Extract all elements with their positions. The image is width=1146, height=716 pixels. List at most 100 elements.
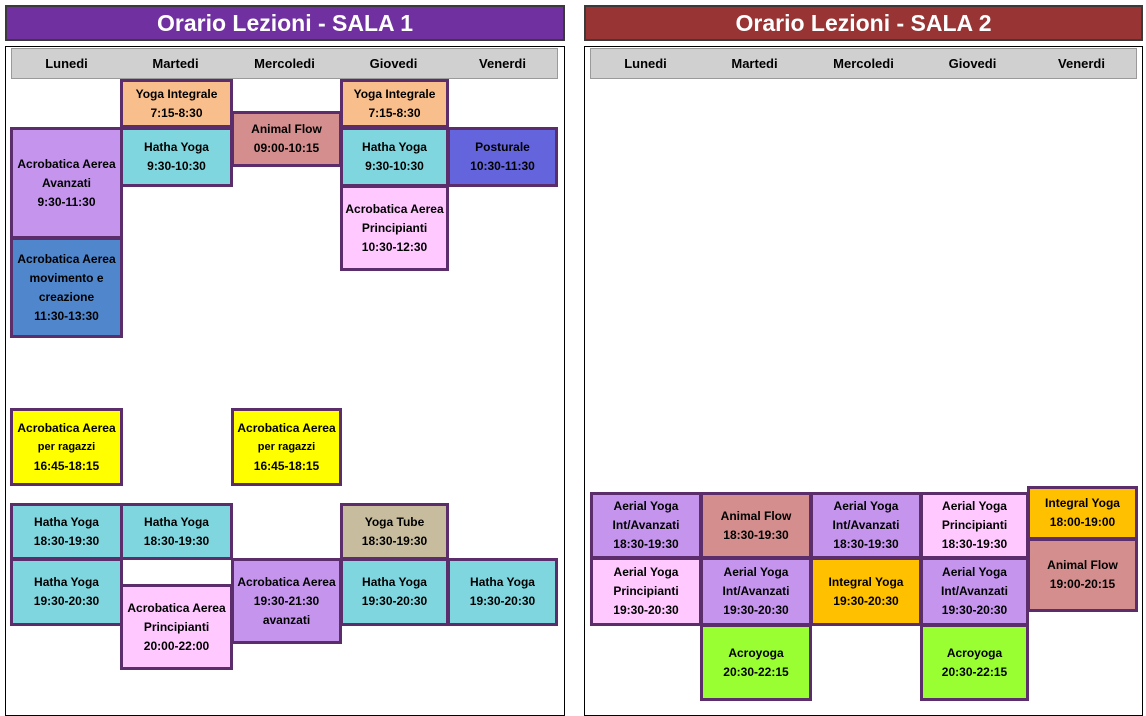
class-name: Animal Flow bbox=[720, 508, 792, 523]
class-name: Hatha Yoga bbox=[362, 575, 427, 589]
class-time: 20:30-22:15 bbox=[941, 664, 1008, 679]
class-name: Acroyoga bbox=[728, 645, 784, 660]
class-time: 19:30-20:30 bbox=[33, 594, 100, 608]
sala1-day-giovedi: Giovedi bbox=[369, 56, 418, 71]
class-time: 19:00-20:15 bbox=[1049, 577, 1116, 591]
class-name: Animal Flow bbox=[1047, 558, 1118, 572]
sala2-day-giovedi: Giovedi bbox=[948, 56, 997, 71]
class-cell: Aerial Yoga Int/Avanzati 18:30-19:30 bbox=[810, 492, 922, 559]
class-cell: Yoga Tube 18:30-19:30 bbox=[340, 503, 449, 560]
class-time: 18:30-19:30 bbox=[833, 537, 899, 551]
class-level: Principianti bbox=[941, 518, 1008, 532]
class-name: Hatha Yoga bbox=[144, 514, 209, 529]
sala2-day-header: Lunedi Martedi Mercoledi Giovedi Venerdi bbox=[590, 48, 1137, 79]
sala2-title-banner: Orario Lezioni - SALA 2 bbox=[584, 5, 1143, 41]
class-name: Animal Flow bbox=[251, 122, 322, 136]
class-name: Posturale bbox=[475, 140, 530, 154]
class-level: movimento e bbox=[29, 270, 104, 285]
sala2-day-mercoledi: Mercoledi bbox=[833, 56, 894, 71]
sala1-day-header: Lunedi Martedi Mercoledi Giovedi Venerdi bbox=[11, 48, 558, 79]
class-name: Acrobatica Aerea bbox=[237, 420, 336, 435]
class-cell: Acroyoga 20:30-22:15 bbox=[920, 624, 1029, 701]
sala2-day-lunedi: Lunedi bbox=[624, 56, 667, 71]
class-time: 09:00-10:15 bbox=[253, 141, 320, 155]
sala1-day-martedi: Martedi bbox=[152, 56, 199, 71]
class-cell: Animal Flow 19:00-20:15 bbox=[1027, 538, 1138, 612]
class-time: 19:30-20:30 bbox=[941, 603, 1008, 617]
sala1-day-lunedi: Lunedi bbox=[45, 56, 88, 71]
class-name: Acrobatica Aerea bbox=[237, 574, 336, 589]
class-time: 16:45-18:15 bbox=[253, 458, 320, 473]
class-cell: Animal Flow 18:30-19:30 bbox=[700, 492, 812, 559]
class-name: Integral Yoga bbox=[1045, 496, 1120, 510]
class-name: Yoga Tube bbox=[364, 514, 425, 529]
class-cell: Aerial Yoga Int/Avanzati 19:30-20:30 bbox=[920, 557, 1029, 626]
class-time: 19:30-20:30 bbox=[469, 594, 536, 608]
class-time: 11:30-13:30 bbox=[34, 308, 99, 323]
class-level: per ragazzi bbox=[257, 440, 316, 453]
class-cell: Aerial Yoga Int/Avanzati 18:30-19:30 bbox=[590, 492, 702, 559]
class-cell: Aerial Yoga Int/Avanzati 19:30-20:30 bbox=[700, 557, 812, 626]
class-name: Aerial Yoga bbox=[833, 499, 899, 513]
class-cell: Acrobatica Aerea movimento e creazione 1… bbox=[10, 237, 123, 338]
class-time: 7:15-8:30 bbox=[150, 105, 203, 120]
class-cell: Posturale 10:30-11:30 bbox=[447, 127, 558, 187]
class-cell: Integral Yoga 19:30-20:30 bbox=[810, 557, 922, 626]
class-cell: Acrobatica Aerea Principianti 20:00-22:0… bbox=[120, 584, 233, 670]
class-time: 19:30-20:30 bbox=[723, 603, 789, 617]
class-name: Integral Yoga bbox=[828, 574, 904, 589]
sala2-day-martedi: Martedi bbox=[731, 56, 778, 71]
class-name: Hatha Yoga bbox=[144, 140, 209, 154]
class-cell: Animal Flow 09:00-10:15 bbox=[231, 111, 342, 167]
class-cell: Hatha Yoga 19:30-20:30 bbox=[10, 558, 123, 626]
sala2-title: Orario Lezioni - SALA 2 bbox=[735, 9, 992, 36]
class-cell: Aerial Yoga Principianti 19:30-20:30 bbox=[590, 557, 702, 626]
class-time: 16:45-18:15 bbox=[33, 458, 100, 473]
class-level: Int/Avanzati bbox=[832, 518, 900, 532]
class-cell: Yoga Integrale 7:15-8:30 bbox=[340, 79, 449, 128]
class-cell: Acroyoga 20:30-22:15 bbox=[700, 624, 812, 701]
class-cell: Acrobatica Aerea Principianti 10:30-12:3… bbox=[340, 185, 449, 271]
sala1-title-banner: Orario Lezioni - SALA 1 bbox=[5, 5, 565, 41]
class-time: 19:30-20:30 bbox=[361, 594, 428, 608]
class-cell: Acrobatica Aerea per ragazzi 16:45-18:15 bbox=[10, 408, 123, 486]
class-level: Principianti bbox=[361, 220, 428, 235]
class-level: Avanzati bbox=[42, 175, 91, 190]
class-name: Acrobatica Aerea bbox=[17, 420, 116, 435]
class-name: Acrobatica Aerea bbox=[17, 251, 116, 266]
sala1-title: Orario Lezioni - SALA 1 bbox=[156, 9, 413, 36]
class-cell: Hatha Yoga 19:30-20:30 bbox=[340, 558, 449, 626]
class-cell: Hatha Yoga 9:30-10:30 bbox=[340, 127, 449, 187]
class-name: Aerial Yoga bbox=[723, 565, 789, 579]
class-time: 10:30-12:30 bbox=[361, 239, 428, 254]
class-time: 9:30-10:30 bbox=[365, 159, 424, 173]
class-time: 9:30-11:30 bbox=[37, 194, 96, 209]
class-cell: Acrobatica Aerea 19:30-21:30 avanzati bbox=[231, 558, 342, 644]
sala1-day-venerdi: Venerdi bbox=[479, 56, 526, 71]
class-time: 19:30-21:30 bbox=[253, 593, 320, 608]
sala1-day-mercoledi: Mercoledi bbox=[254, 56, 315, 71]
class-cell: Integral Yoga 18:00-19:00 bbox=[1027, 486, 1138, 540]
class-time: 18:30-19:30 bbox=[941, 537, 1008, 551]
class-level: Principianti bbox=[613, 584, 679, 598]
class-name: Acrobatica Aerea bbox=[345, 201, 444, 216]
class-time: 10:30-11:30 bbox=[470, 159, 535, 173]
class-name: Aerial Yoga bbox=[613, 565, 679, 579]
class-name: Hatha Yoga bbox=[34, 514, 99, 529]
class-name: Aerial Yoga bbox=[613, 499, 679, 513]
class-level: creazione bbox=[38, 289, 95, 304]
class-cell: Acrobatica Aerea per ragazzi 16:45-18:15 bbox=[231, 408, 342, 486]
class-time: 18:30-19:30 bbox=[361, 533, 428, 548]
class-time: 18:30-19:30 bbox=[613, 537, 679, 551]
class-time: 18:30-19:30 bbox=[723, 527, 789, 542]
class-cell: Aerial Yoga Principianti 18:30-19:30 bbox=[920, 492, 1029, 559]
class-time: 9:30-10:30 bbox=[147, 159, 206, 173]
class-name: Hatha Yoga bbox=[362, 140, 427, 154]
class-name: Aerial Yoga bbox=[942, 565, 1007, 579]
class-time: 20:30-22:15 bbox=[723, 664, 789, 679]
class-time: 18:30-19:30 bbox=[143, 533, 210, 548]
class-name: Aerial Yoga bbox=[942, 499, 1007, 513]
class-cell: Yoga Integrale 7:15-8:30 bbox=[120, 79, 233, 128]
class-level: Int/Avanzati bbox=[722, 584, 790, 598]
sala2-day-venerdi: Venerdi bbox=[1058, 56, 1105, 71]
